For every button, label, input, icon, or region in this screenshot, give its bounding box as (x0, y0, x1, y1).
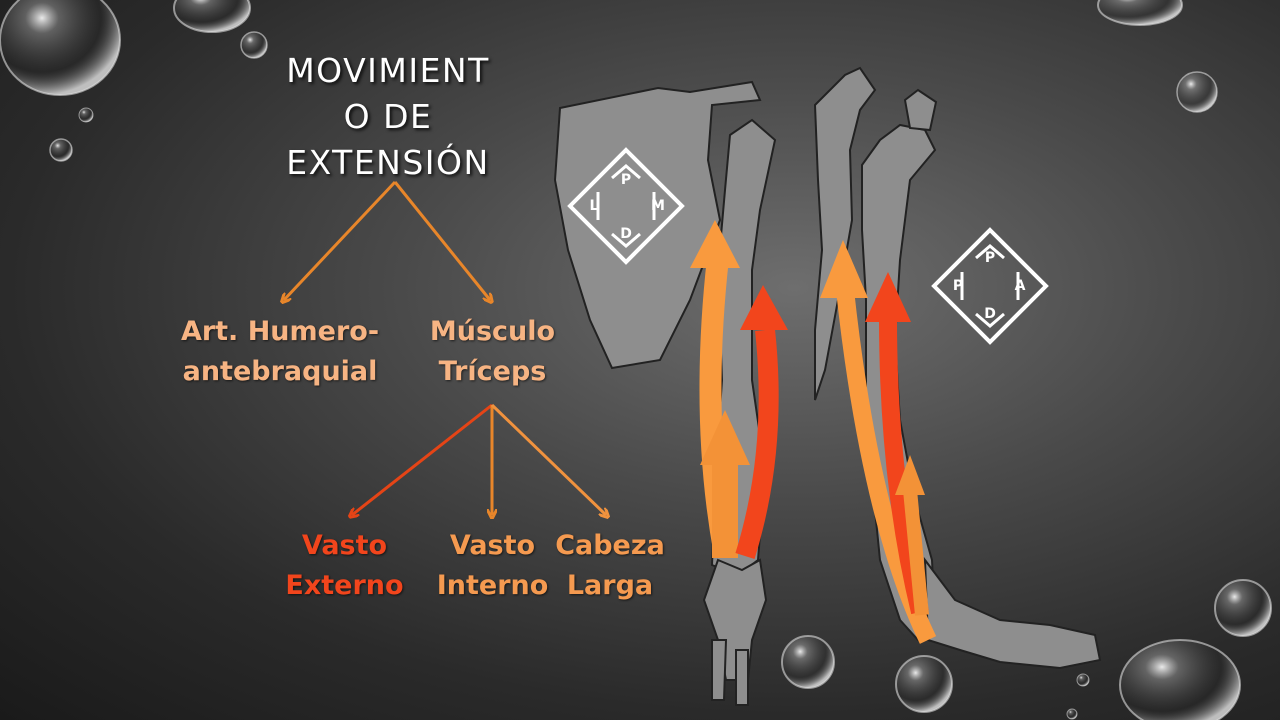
forelimb-cranial-view (553, 80, 777, 706)
compass-lateral-view (931, 227, 1049, 345)
node-medial-head: Vasto Interno (436, 530, 549, 601)
arrow-to-joint (284, 180, 397, 300)
arrow-head-medial (700, 410, 750, 465)
node-joint: Art. Humero- antebraquial (180, 316, 380, 387)
compass2-right: A (1015, 278, 1026, 294)
compass2-left: P (953, 278, 963, 294)
arrow-head-medial-lateral (895, 455, 925, 495)
compass-cranial-view (567, 147, 685, 265)
compass1-bottom: D (620, 226, 632, 242)
compass1-right: M (651, 198, 665, 214)
arrow-head-lateral-lateral (865, 272, 911, 322)
arrow-head-long (690, 220, 740, 268)
slide-title: MOVIMIENT O DE EXTENSIÓN (286, 51, 490, 182)
compass2-bottom: D (984, 306, 996, 322)
node-muscle: Músculo Tríceps (429, 316, 556, 387)
muscle-arrows (690, 220, 937, 644)
compass2-top: P (985, 250, 995, 266)
node-lateral-head: Vasto Externo (285, 530, 404, 601)
arrow-to-muscle (393, 181, 490, 300)
compass1-top: P (621, 172, 631, 188)
arrow-to-lateral-head (352, 403, 493, 515)
connector-arrows (284, 180, 606, 515)
arrow-head-long-lateral (820, 240, 868, 298)
node-long-head: Cabeza Larga (555, 530, 665, 601)
compass1-left: L (590, 198, 599, 214)
arrow-head-lateral (740, 285, 788, 330)
arrow-to-long-head (490, 403, 606, 515)
